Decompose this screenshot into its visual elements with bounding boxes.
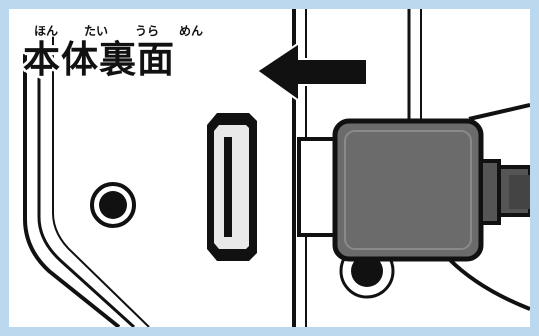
device-edge-outer	[23, 49, 121, 327]
ruby-1: ほん	[33, 24, 58, 38]
round-port-icon	[90, 182, 136, 228]
page-title: 本体裏面	[23, 38, 175, 81]
title-ruby: ほん たい うら めん	[23, 21, 211, 39]
device-edge-line	[52, 31, 150, 327]
left-arrow-icon	[255, 41, 368, 103]
device-drawing	[23, 9, 530, 327]
ruby-4: めん	[178, 24, 203, 38]
cable-line-top	[468, 103, 530, 121]
device-back-panel: ほん たい うら めん 本体裏面	[9, 9, 530, 327]
hdmi-plug-icon	[297, 118, 530, 262]
cable-line-bottom	[447, 257, 530, 311]
hdmi-port-icon	[207, 113, 257, 261]
ruby-3: うら	[134, 24, 159, 38]
title-block: ほん たい うら めん 本体裏面	[23, 21, 211, 81]
device-edge-inner	[37, 39, 136, 327]
ruby-2: たい	[83, 24, 108, 38]
